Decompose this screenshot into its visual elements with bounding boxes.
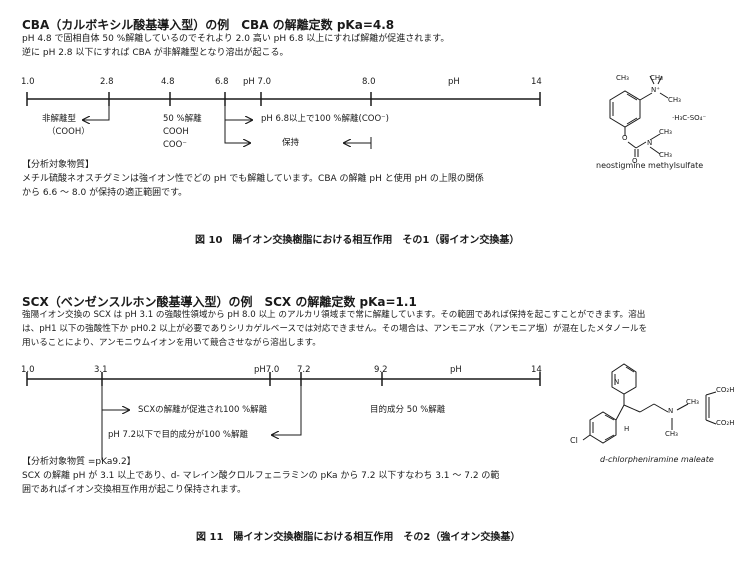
section1-analyte-line2: から 6.6 ～ 8.0 が保持の適正範囲です。: [22, 188, 188, 198]
axis1-label-14: 14: [531, 77, 542, 87]
axis2-label-14: 14: [531, 365, 542, 375]
axis1-note-cooh-mid: COOH: [163, 127, 189, 137]
axis1-note-100pct: pH 6.8以上で100 %解離(COO⁻): [261, 114, 389, 124]
axis2-label-ph7-0: pH7.0: [254, 365, 280, 375]
axis2-note-target: pH 7.2以下で目的成分が100 %解離: [108, 430, 249, 440]
section2-desc-line1: 強陽イオン交換の SCX は pH 3.1 の強酸性領域から pH 8.0 以上…: [22, 310, 646, 320]
axis1-label-ph-7-0: pH 7.0: [243, 77, 272, 87]
mol1-atom-n-plus: N⁺: [651, 86, 660, 94]
section1-title: CBA（カルボキシル酸基導入型）の例 CBA の解離定数 pKa=4.8: [22, 18, 395, 32]
mol1-atom-o2: O: [632, 157, 638, 165]
mol2-atom-ch3-a: CH₃: [686, 398, 699, 406]
section1-analyte-heading: 【分析対象物質】: [22, 160, 95, 170]
axis1-note-cooh: （COOH）: [47, 127, 90, 137]
axis1-note-50pct: 50 %解離: [163, 114, 202, 124]
section1-analyte-line1: メチル硫酸ネオスチグミンは強イオン性でどの pH でも解離しています。CBA の…: [22, 174, 484, 184]
section2-desc-line2: は、pH1 以下の強酸性下か pH0.2 以上が必要でありシリカゲルベースでは対…: [22, 324, 648, 334]
mol2-atom-cl: Cl: [570, 436, 578, 445]
mol2-atom-co2h-b: CO₂H: [716, 419, 735, 427]
axis2-label-1-0: 1.0: [21, 365, 35, 375]
axis2-note-50pct: 目的成分 50 %解離: [370, 405, 446, 415]
mol1-atom-ch3-a: CH₃: [616, 74, 629, 82]
axis1-label-ph: pH: [448, 77, 460, 87]
mol1-atom-o1: O: [622, 134, 628, 142]
chlorpheniramine-structure: [582, 363, 717, 444]
mol1-name: neostigmine methylsulfate: [596, 161, 704, 170]
mol1-atom-ch3-b: CH₃: [650, 74, 663, 82]
mol1-atom-ch3-e: CH₃: [659, 151, 672, 159]
axis1-label-6-8: 6.8: [215, 77, 229, 87]
axis2-label-9-2: 9.2: [374, 365, 388, 375]
section2-title: SCX（ベンゼンスルホン酸基導入型）の例 SCX の解離定数 pKa=1.1: [22, 295, 417, 309]
axis1-note-nondissociated: 非解離型: [42, 114, 77, 124]
section2-analyte-line1: SCX の解離 pH が 3.1 以上であり、d- マレイン酸クロルフェニラミン…: [22, 471, 500, 481]
section2-desc-line3: 用いることにより、アンモニウムイオンを用いて競合させながら溶出します。: [22, 338, 321, 348]
section2-analyte-line2: 囲であればイオン交換相互作用が起こり保持されます。: [22, 485, 247, 495]
axis2-arrow-target: [272, 386, 302, 435]
mol2-atom-co2h-a: CO₂H: [716, 386, 735, 394]
figure10-caption: 図 10 陽イオン交換樹脂における相互作用 その1（弱イオン交換基）: [195, 235, 520, 246]
axis1-keep-label: 保持: [282, 138, 300, 148]
neostigmine-structure: [609, 75, 669, 157]
mol2-atom-n-pyridine: N: [614, 378, 620, 386]
mol2-name: d-chlorpheniramine maleate: [600, 455, 714, 464]
section2-analyte-heading: 【分析対象物質 =pKa9.2】: [22, 457, 136, 467]
axis1-label-1-0: 1.0: [21, 77, 35, 87]
section1-desc-line1: pH 4.8 で固相自体 50 %解離しているのでそれより 2.0 高い pH …: [22, 34, 450, 44]
axis1-arrow-keep-start: [224, 120, 250, 143]
section1-desc-line2: 逆に pH 2.8 以下にすれば CBA が非解離型となり溶出が起こる。: [22, 48, 289, 58]
mol1-atom-ch3-d: CH₃: [659, 128, 672, 136]
mol2-atom-n-amine: N: [668, 407, 674, 415]
axis1-arrow-dissociated: [224, 106, 252, 120]
mol2-atom-ch3-b: CH₃: [665, 430, 678, 438]
axis2-note-scx: SCXの解離が促進され100 %解離: [138, 405, 268, 415]
axis2-label-3-1: 3.1: [94, 365, 108, 375]
axis1-label-2-8: 2.8: [100, 77, 114, 87]
axis1-arrow-nondissociated: [83, 106, 110, 120]
mol1-atom-n: N: [647, 139, 653, 147]
axis1-note-coo-mid: COO⁻: [163, 140, 187, 150]
axis1-label-4-8: 4.8: [161, 77, 175, 87]
mol1-counterion: ·H₃C-SO₄⁻: [672, 114, 707, 122]
axis2-label-7-2: 7.2: [297, 365, 311, 375]
axis2-label-ph: pH: [450, 365, 462, 375]
mol2-atom-h: H: [624, 425, 630, 433]
figure11-caption: 図 11 陽イオン交換樹脂における相互作用 その2（強イオン交換基）: [196, 532, 521, 543]
mol1-atom-ch3-c: CH₃: [668, 96, 681, 104]
axis1-label-8-0: 8.0: [362, 77, 376, 87]
